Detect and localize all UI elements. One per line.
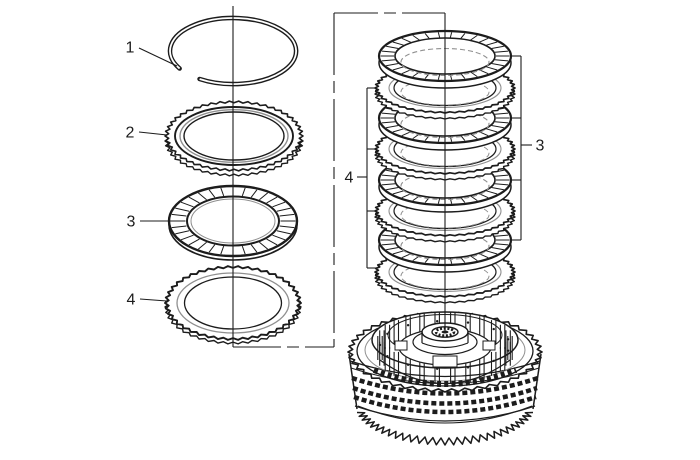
part-label-part-1: 1 xyxy=(126,40,135,57)
part-1-snap-ring xyxy=(167,15,299,87)
bracket-stack-friction xyxy=(511,55,522,241)
part-label-stack-3: 3 xyxy=(536,138,545,155)
callout-stack-3: 3 xyxy=(521,138,545,155)
connector-line xyxy=(233,12,445,348)
clutch-drum xyxy=(347,311,543,446)
part-2-apply-plate xyxy=(164,100,304,177)
part-label-part-4: 4 xyxy=(127,292,136,309)
callout-part-4: 4 xyxy=(127,292,168,309)
bracket-stack-steel xyxy=(366,87,376,269)
callout-part-2: 2 xyxy=(126,125,168,142)
part-label-part-3: 3 xyxy=(127,214,136,231)
part-label-stack-4: 4 xyxy=(345,170,354,187)
part-label-part-2: 2 xyxy=(126,125,135,142)
callout-part-1: 1 xyxy=(126,40,178,67)
callout-part-3: 3 xyxy=(127,214,171,231)
callout-stack-4: 4 xyxy=(345,170,367,187)
